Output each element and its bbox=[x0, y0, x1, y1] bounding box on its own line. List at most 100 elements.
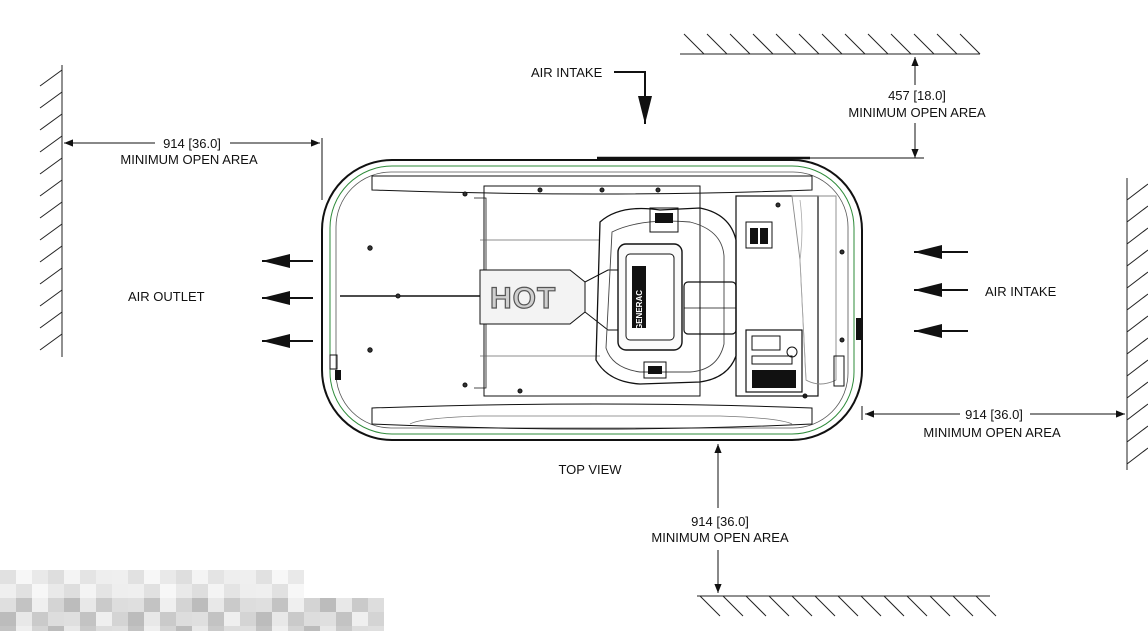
hatch-line bbox=[883, 595, 905, 617]
watermark-block bbox=[64, 584, 80, 598]
top-clearance-value: 457 [18.0] bbox=[888, 88, 946, 103]
watermark-block bbox=[208, 612, 224, 626]
hatch-line bbox=[1126, 447, 1148, 465]
hatch-line bbox=[775, 33, 797, 55]
generator-enclosure bbox=[321, 156, 863, 441]
watermark-block bbox=[80, 626, 96, 631]
watermark-block bbox=[224, 584, 240, 598]
left-clearance-value: 914 [36.0] bbox=[163, 136, 221, 151]
watermark-block bbox=[256, 612, 272, 626]
watermark-block bbox=[48, 570, 64, 584]
watermark-block bbox=[288, 598, 304, 612]
watermark-block bbox=[16, 570, 32, 584]
watermark-block bbox=[224, 612, 240, 626]
watermark-block bbox=[32, 612, 48, 626]
hatch-line bbox=[39, 223, 63, 241]
watermark-block bbox=[208, 598, 224, 612]
left-clearance-label: MINIMUM OPEN AREA bbox=[120, 152, 258, 167]
hatch-line bbox=[791, 595, 813, 617]
watermark-block bbox=[272, 598, 288, 612]
air-intake-right-label: AIR INTAKE bbox=[985, 284, 1057, 299]
hatch-line bbox=[729, 33, 751, 55]
hatch-line bbox=[959, 33, 981, 55]
brand-logo: GENERAC bbox=[635, 290, 644, 330]
watermark-block bbox=[176, 598, 192, 612]
hatch-line bbox=[39, 289, 63, 307]
hatch-line bbox=[867, 33, 889, 55]
air-intake-top-arrow bbox=[614, 71, 652, 124]
hatch-line bbox=[39, 69, 63, 87]
hatch-line bbox=[975, 595, 997, 617]
watermark-block bbox=[272, 570, 288, 584]
hatch-line bbox=[1126, 337, 1148, 355]
right-clearance-dimension bbox=[861, 406, 1125, 420]
watermark-block bbox=[224, 570, 240, 584]
hatch-line bbox=[837, 595, 859, 617]
watermark-block bbox=[16, 584, 32, 598]
watermark-block bbox=[192, 584, 208, 598]
watermark-block bbox=[304, 598, 320, 612]
hatch-line bbox=[39, 333, 63, 351]
hatch-line bbox=[844, 33, 866, 55]
watermark-block bbox=[240, 570, 256, 584]
hatch-line bbox=[860, 595, 882, 617]
watermark-block bbox=[272, 612, 288, 626]
watermark-block bbox=[64, 570, 80, 584]
watermark-block bbox=[144, 584, 160, 598]
watermark-block bbox=[176, 570, 192, 584]
watermark-block bbox=[0, 570, 16, 584]
hatch-line bbox=[39, 113, 63, 131]
watermark-block bbox=[288, 570, 304, 584]
watermark-block bbox=[160, 612, 176, 626]
watermark-block bbox=[48, 598, 64, 612]
watermark-block bbox=[192, 598, 208, 612]
watermark-block bbox=[368, 612, 384, 626]
watermark-block bbox=[128, 584, 144, 598]
wall-left bbox=[39, 65, 63, 357]
hatch-line bbox=[814, 595, 836, 617]
watermark-block bbox=[32, 598, 48, 612]
watermark-block bbox=[112, 626, 128, 631]
watermark-block bbox=[80, 612, 96, 626]
wall-bottom bbox=[697, 595, 997, 617]
watermark-block bbox=[352, 626, 368, 631]
watermark-block bbox=[80, 598, 96, 612]
watermark-block bbox=[224, 598, 240, 612]
watermark-block bbox=[368, 598, 384, 612]
hatch-line bbox=[1126, 403, 1148, 421]
watermark-block bbox=[160, 626, 176, 631]
watermark-block bbox=[144, 612, 160, 626]
watermark-block bbox=[272, 584, 288, 598]
hatch-line bbox=[1126, 271, 1148, 289]
top-clearance-label: MINIMUM OPEN AREA bbox=[848, 105, 986, 120]
watermark-block bbox=[16, 598, 32, 612]
wall-top bbox=[680, 33, 981, 55]
watermark-block bbox=[304, 612, 320, 626]
watermark-block bbox=[352, 598, 368, 612]
watermark-block bbox=[240, 612, 256, 626]
hatch-line bbox=[39, 267, 63, 285]
hatch-line bbox=[39, 135, 63, 153]
watermark-block bbox=[176, 584, 192, 598]
watermark-block bbox=[224, 626, 240, 631]
watermark-block bbox=[288, 612, 304, 626]
watermark-block bbox=[288, 626, 304, 631]
watermark-block bbox=[320, 612, 336, 626]
hatch-line bbox=[1126, 315, 1148, 333]
watermark-block bbox=[96, 598, 112, 612]
watermark-block bbox=[32, 584, 48, 598]
watermark-block bbox=[64, 626, 80, 631]
watermark-block bbox=[192, 570, 208, 584]
watermark-block bbox=[256, 626, 272, 631]
watermark-block bbox=[144, 626, 160, 631]
watermark-block bbox=[32, 570, 48, 584]
watermark-block bbox=[272, 626, 288, 631]
watermark-block bbox=[0, 598, 16, 612]
bottom-clearance-value: 914 [36.0] bbox=[691, 514, 749, 529]
hatch-line bbox=[906, 595, 928, 617]
watermark-block bbox=[16, 612, 32, 626]
watermark-block bbox=[240, 584, 256, 598]
hatch-line bbox=[1126, 381, 1148, 399]
watermark-block bbox=[128, 612, 144, 626]
